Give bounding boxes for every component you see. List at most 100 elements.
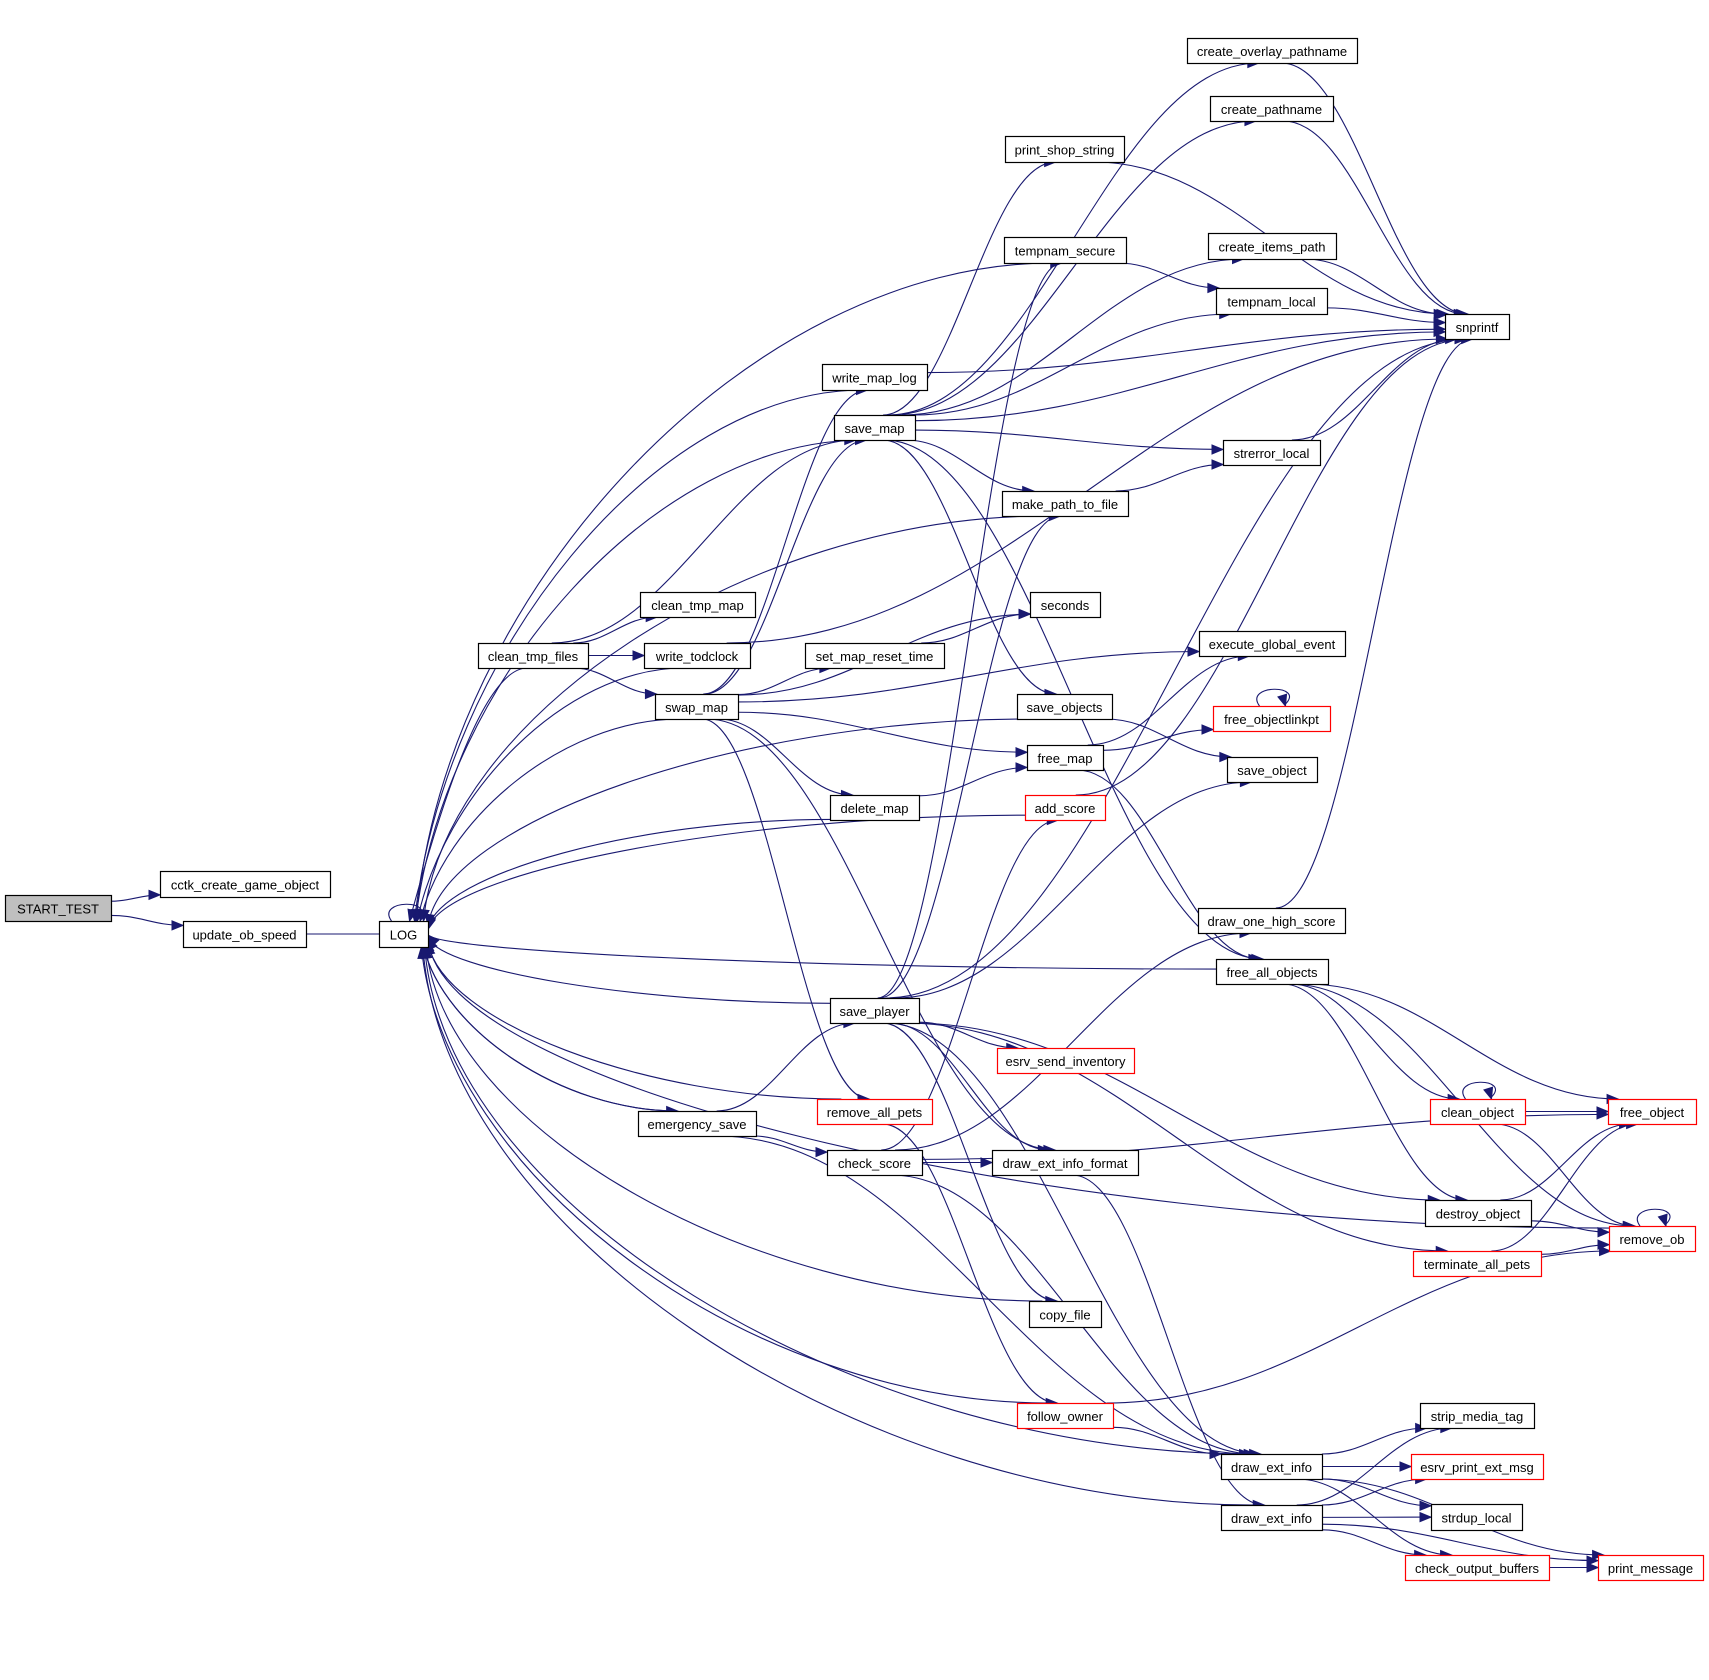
node-box: [1222, 439, 1322, 467]
node-box: [1607, 1098, 1698, 1126]
node-tempnam-secure[interactable]: tempnam_secure: [1003, 236, 1128, 265]
node-label: free_all_objects: [1226, 965, 1318, 980]
node-strip-media-tag[interactable]: strip_media_tag: [1419, 1402, 1536, 1430]
node-make-path-to-file[interactable]: make_path_to_file: [1001, 490, 1130, 518]
node-draw-one-high-score[interactable]: draw_one_high_score: [1197, 907, 1347, 935]
node-strdup-local[interactable]: strdup_local: [1430, 1503, 1524, 1532]
edge-free-map-to-free-objectlinkpt: [1102, 724, 1215, 751]
node-update-ob-speed[interactable]: update_ob_speed: [182, 920, 308, 949]
edge-line: [1072, 1174, 1265, 1506]
node-remove-ob[interactable]: remove_ob: [1608, 1225, 1697, 1253]
node-create-overlay-pathname[interactable]: create_overlay_pathname: [1186, 37, 1359, 65]
node-clean-tmp-files[interactable]: clean_tmp_files: [477, 642, 590, 670]
node-label: delete_map: [841, 801, 909, 816]
node-free-object[interactable]: free_object: [1607, 1098, 1698, 1126]
node-copy-file[interactable]: copy_file: [1028, 1300, 1103, 1329]
node-check-output-buffers[interactable]: check_output_buffers: [1404, 1554, 1551, 1582]
node-write-todclock[interactable]: write_todclock: [643, 642, 752, 670]
node-label: print_message: [1608, 1561, 1693, 1576]
edge-line: [1305, 983, 1619, 1100]
node-box: [816, 1098, 934, 1126]
node-emergency-save[interactable]: emergency_save: [637, 1110, 758, 1138]
node-draw-ext-info-1[interactable]: draw_ext_info: [1220, 1453, 1324, 1481]
node-snprintf[interactable]: snprintf: [1444, 313, 1511, 341]
arrowhead-icon: [1433, 317, 1447, 328]
node-tempnam-local[interactable]: tempnam_local: [1215, 287, 1329, 316]
node-box: [639, 591, 757, 619]
arrowhead-icon: [148, 889, 162, 901]
edge-save-map-to-tempnam-local: [913, 308, 1233, 416]
node-save-player[interactable]: save_player: [829, 997, 921, 1025]
edge-line: [1102, 728, 1214, 751]
edge-line: [413, 389, 864, 922]
node-save-objects[interactable]: save_objects: [1016, 693, 1114, 721]
node-execute-global-event[interactable]: execute_global_event: [1198, 630, 1347, 658]
node-delete-map[interactable]: delete_map: [829, 794, 921, 822]
node-box: [991, 1149, 1140, 1177]
node-destroy-object[interactable]: destroy_object: [1424, 1199, 1533, 1228]
edge-line: [1462, 1081, 1496, 1100]
node-follow-owner[interactable]: follow_owner: [1016, 1402, 1115, 1430]
node-save-map[interactable]: save_map: [833, 414, 917, 442]
node-draw-ext-info-format[interactable]: draw_ext_info_format: [991, 1149, 1140, 1177]
edge-save-map-to-make-path-to-file: [905, 439, 1035, 497]
edge-line: [921, 613, 1031, 644]
node-label: clean_tmp_files: [488, 649, 579, 664]
edge-strerror-local-to-snprintf: [1291, 333, 1458, 441]
node-esrv-print-ext-msg[interactable]: esrv_print_ext_msg: [1410, 1453, 1545, 1481]
node-set-map-reset-time[interactable]: set_map_reset_time: [804, 642, 946, 670]
edge-line: [890, 120, 1256, 416]
node-esrv-send-inventory[interactable]: esrv_send_inventory: [996, 1047, 1136, 1075]
edge-follow-owner-to-log: [417, 945, 1048, 1404]
edge-set-map-reset-time-to-seconds: [921, 608, 1032, 644]
edge-line: [427, 943, 842, 1100]
node-check-score[interactable]: check_score: [826, 1149, 924, 1177]
edge-line: [425, 946, 1043, 1302]
node-start-test[interactable]: START_TEST: [4, 894, 113, 923]
node-cctk-create-game-object[interactable]: cctk_create_game_object: [159, 870, 332, 899]
edge-draw-ext-info-1-to-strdup-local: [1321, 1478, 1433, 1512]
edge-swap-map-to-free-map: [737, 711, 1029, 758]
node-create-items-path[interactable]: create_items_path: [1207, 232, 1338, 261]
node-free-all-objects[interactable]: free_all_objects: [1215, 958, 1330, 986]
node-log[interactable]: LOG: [378, 920, 430, 949]
node-clean-tmp-map[interactable]: clean_tmp_map: [639, 591, 757, 619]
node-print-shop-string[interactable]: print_shop_string: [1004, 135, 1126, 164]
node-free-map[interactable]: free_map: [1026, 744, 1105, 772]
edge-line: [718, 718, 853, 796]
node-box: [996, 1047, 1136, 1075]
arrowhead-icon: [1211, 459, 1225, 470]
node-write-map-log[interactable]: write_map_log: [821, 363, 929, 392]
node-free-objectlinkpt[interactable]: free_objectlinkpt: [1212, 705, 1332, 733]
node-strerror-local[interactable]: strerror_local: [1222, 439, 1322, 467]
edge-line: [737, 650, 1200, 703]
edge-save-player-to-log: [427, 936, 831, 1004]
arrowhead-icon: [1586, 1555, 1600, 1566]
edge-delete-map-to-log: [426, 818, 831, 929]
node-label: free_map: [1038, 751, 1093, 766]
edge-line: [883, 439, 1056, 695]
node-remove-all-pets[interactable]: remove_all_pets: [816, 1098, 934, 1126]
edge-line: [416, 667, 684, 922]
node-swap-map[interactable]: swap_map: [654, 693, 740, 721]
edge-line: [911, 1022, 1440, 1201]
edge-line: [573, 616, 658, 644]
node-draw-ext-info-2[interactable]: draw_ext_info: [1220, 1504, 1324, 1532]
node-add-score[interactable]: add_score: [1024, 794, 1107, 822]
edge-line: [882, 1123, 1058, 1404]
arrowhead-icon: [1657, 1213, 1668, 1228]
edge-line: [914, 331, 1446, 422]
node-seconds[interactable]: seconds: [1029, 591, 1102, 619]
node-box: [829, 997, 921, 1025]
node-print-message[interactable]: print_message: [1597, 1554, 1705, 1582]
edge-save-player-to-draw-ext-info-1: [885, 1022, 1262, 1460]
edge-line: [1105, 718, 1231, 758]
node-clean-object[interactable]: clean_object: [1429, 1098, 1527, 1126]
edge-save-player-to-snprintf: [885, 333, 1468, 999]
node-save-object[interactable]: save_object: [1226, 756, 1319, 784]
node-terminate-all-pets[interactable]: terminate_all_pets: [1412, 1250, 1543, 1278]
edge-remove-all-pets-to-log: [425, 941, 842, 1100]
edge-swap-map-to-log: [417, 718, 681, 923]
edge-emergency-save-to-draw-ext-info-1: [717, 1135, 1252, 1460]
node-create-pathname[interactable]: create_pathname: [1209, 95, 1335, 123]
